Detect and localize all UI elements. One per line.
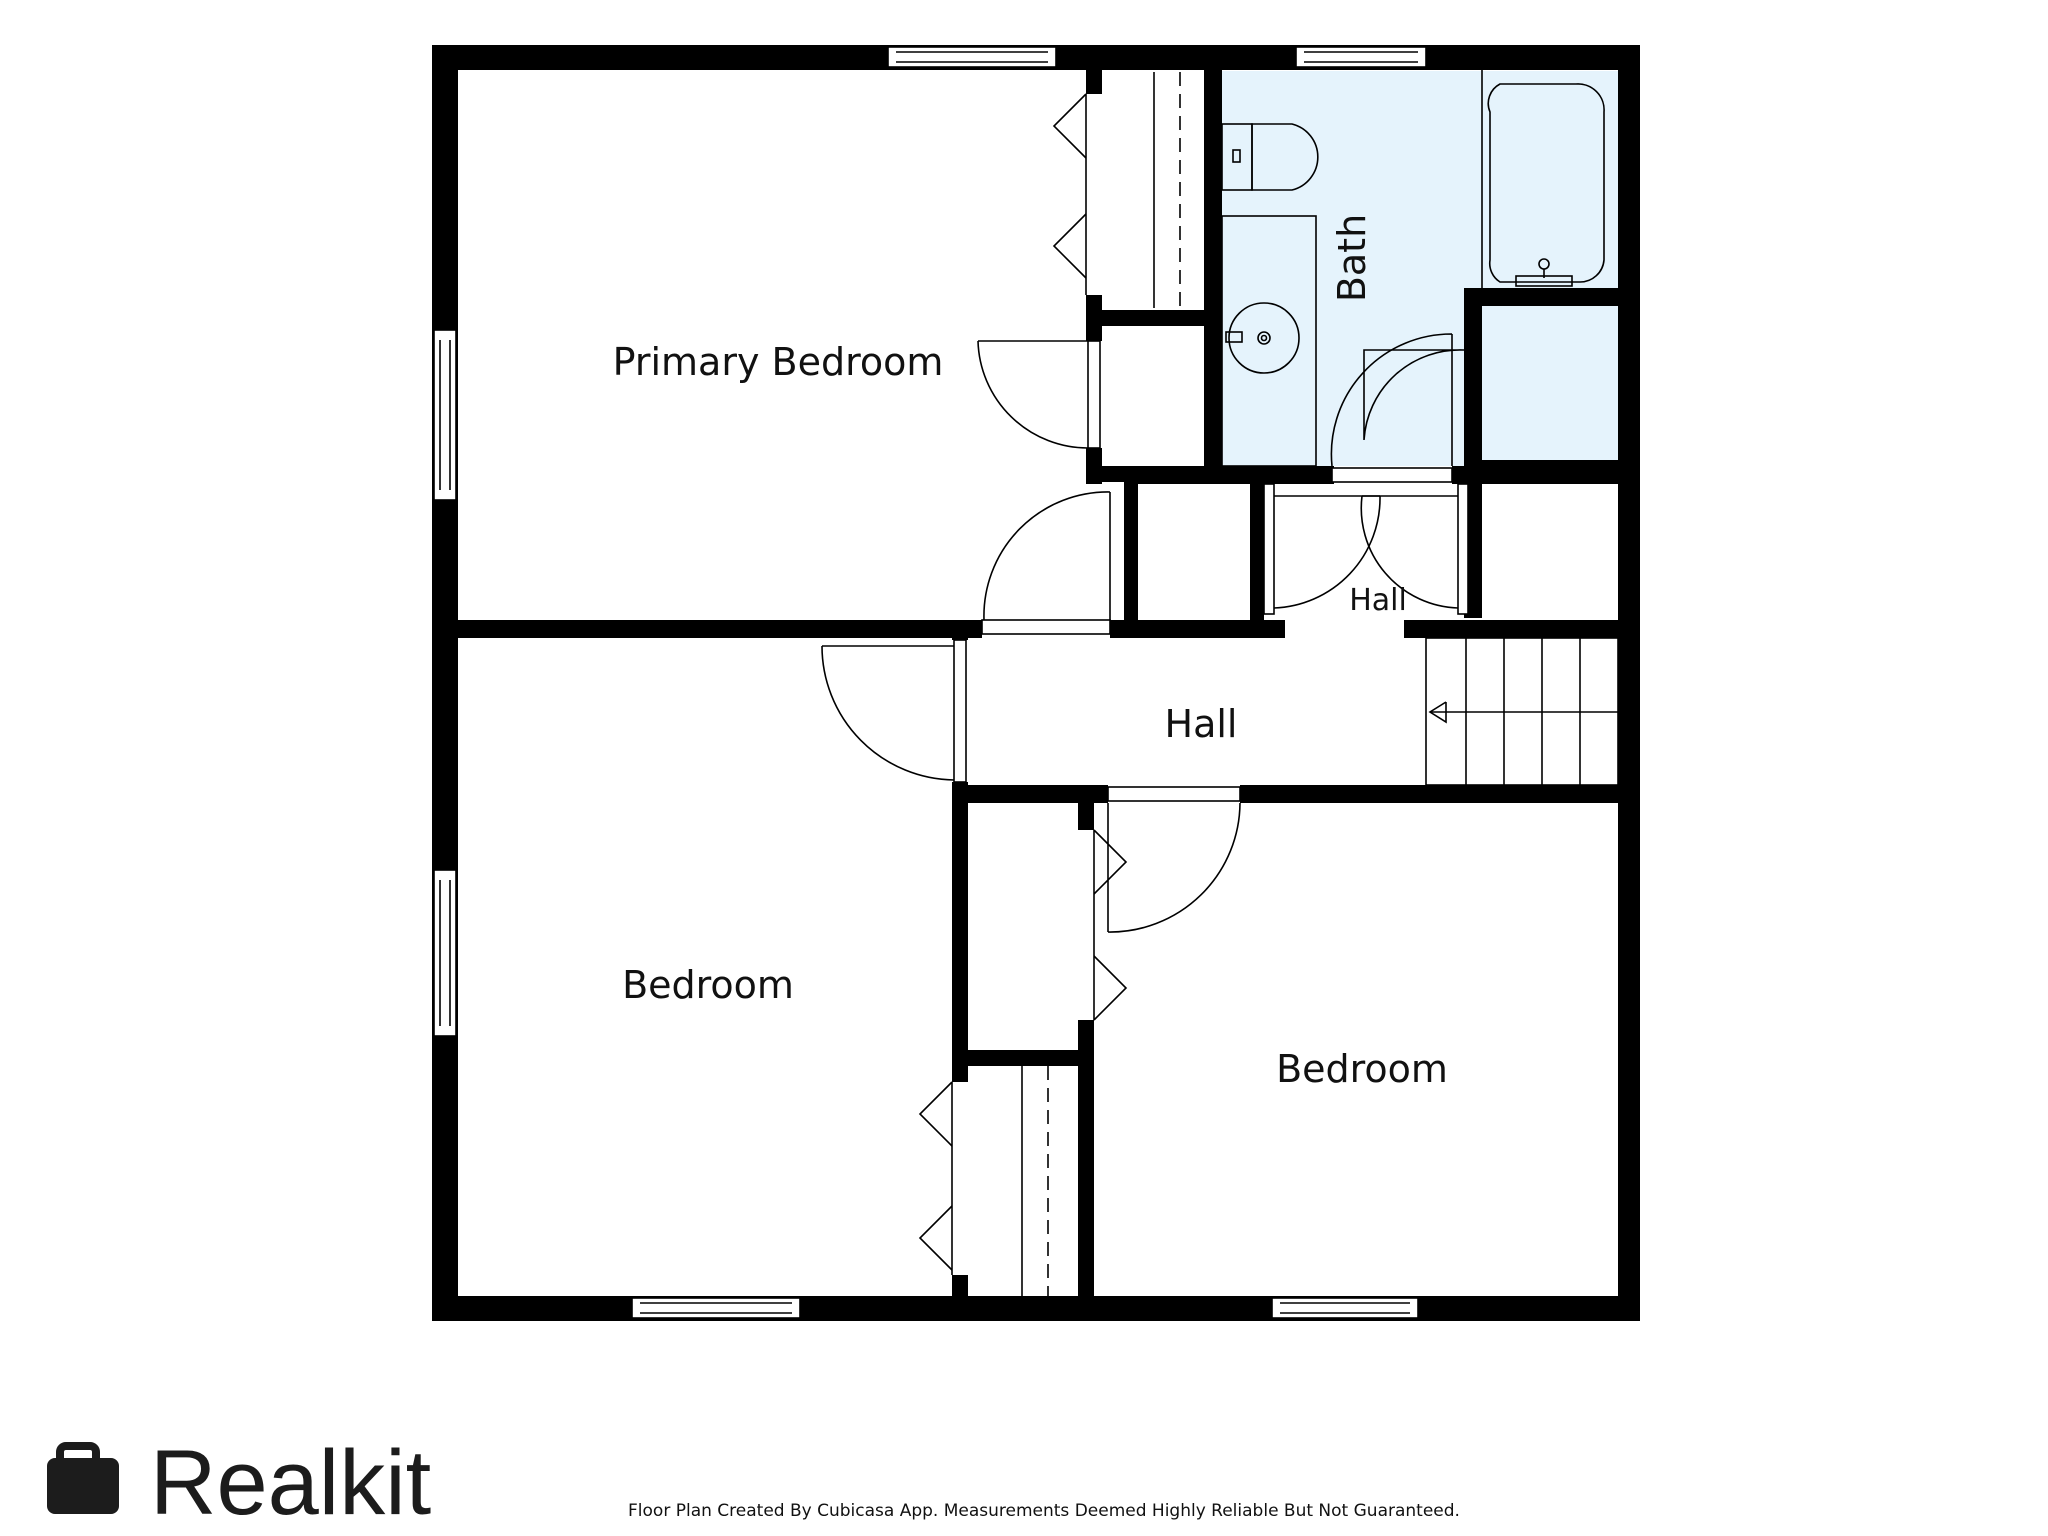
room-label-hall-upper: Hall bbox=[1349, 583, 1407, 618]
sink-icon bbox=[1221, 215, 1317, 467]
room-label-hall-main: Hall bbox=[1165, 702, 1238, 746]
room-label-primary-bedroom: Primary Bedroom bbox=[613, 340, 944, 384]
footer-disclaimer: Floor Plan Created By Cubicasa App. Meas… bbox=[628, 1501, 1460, 1521]
windows bbox=[433, 46, 1427, 1319]
bath-fixtures bbox=[1221, 70, 1605, 467]
interior-walls bbox=[432, 68, 1620, 1321]
room-label-bedroom-left: Bedroom bbox=[622, 963, 794, 1007]
room-label-bath: Bath bbox=[1330, 214, 1374, 302]
bath-floor bbox=[1222, 71, 1618, 466]
briefcase-icon bbox=[47, 1442, 119, 1514]
swing-doors bbox=[821, 333, 1469, 933]
bifold-doors bbox=[918, 93, 1128, 1275]
bathtub-icon bbox=[1481, 70, 1605, 288]
room-label-bedroom-right: Bedroom bbox=[1276, 1047, 1448, 1091]
stairs bbox=[1425, 637, 1619, 786]
brand-name: Realkit bbox=[150, 1432, 431, 1534]
toilet-icon bbox=[1221, 123, 1319, 191]
closet-shelves bbox=[1021, 72, 1181, 1296]
